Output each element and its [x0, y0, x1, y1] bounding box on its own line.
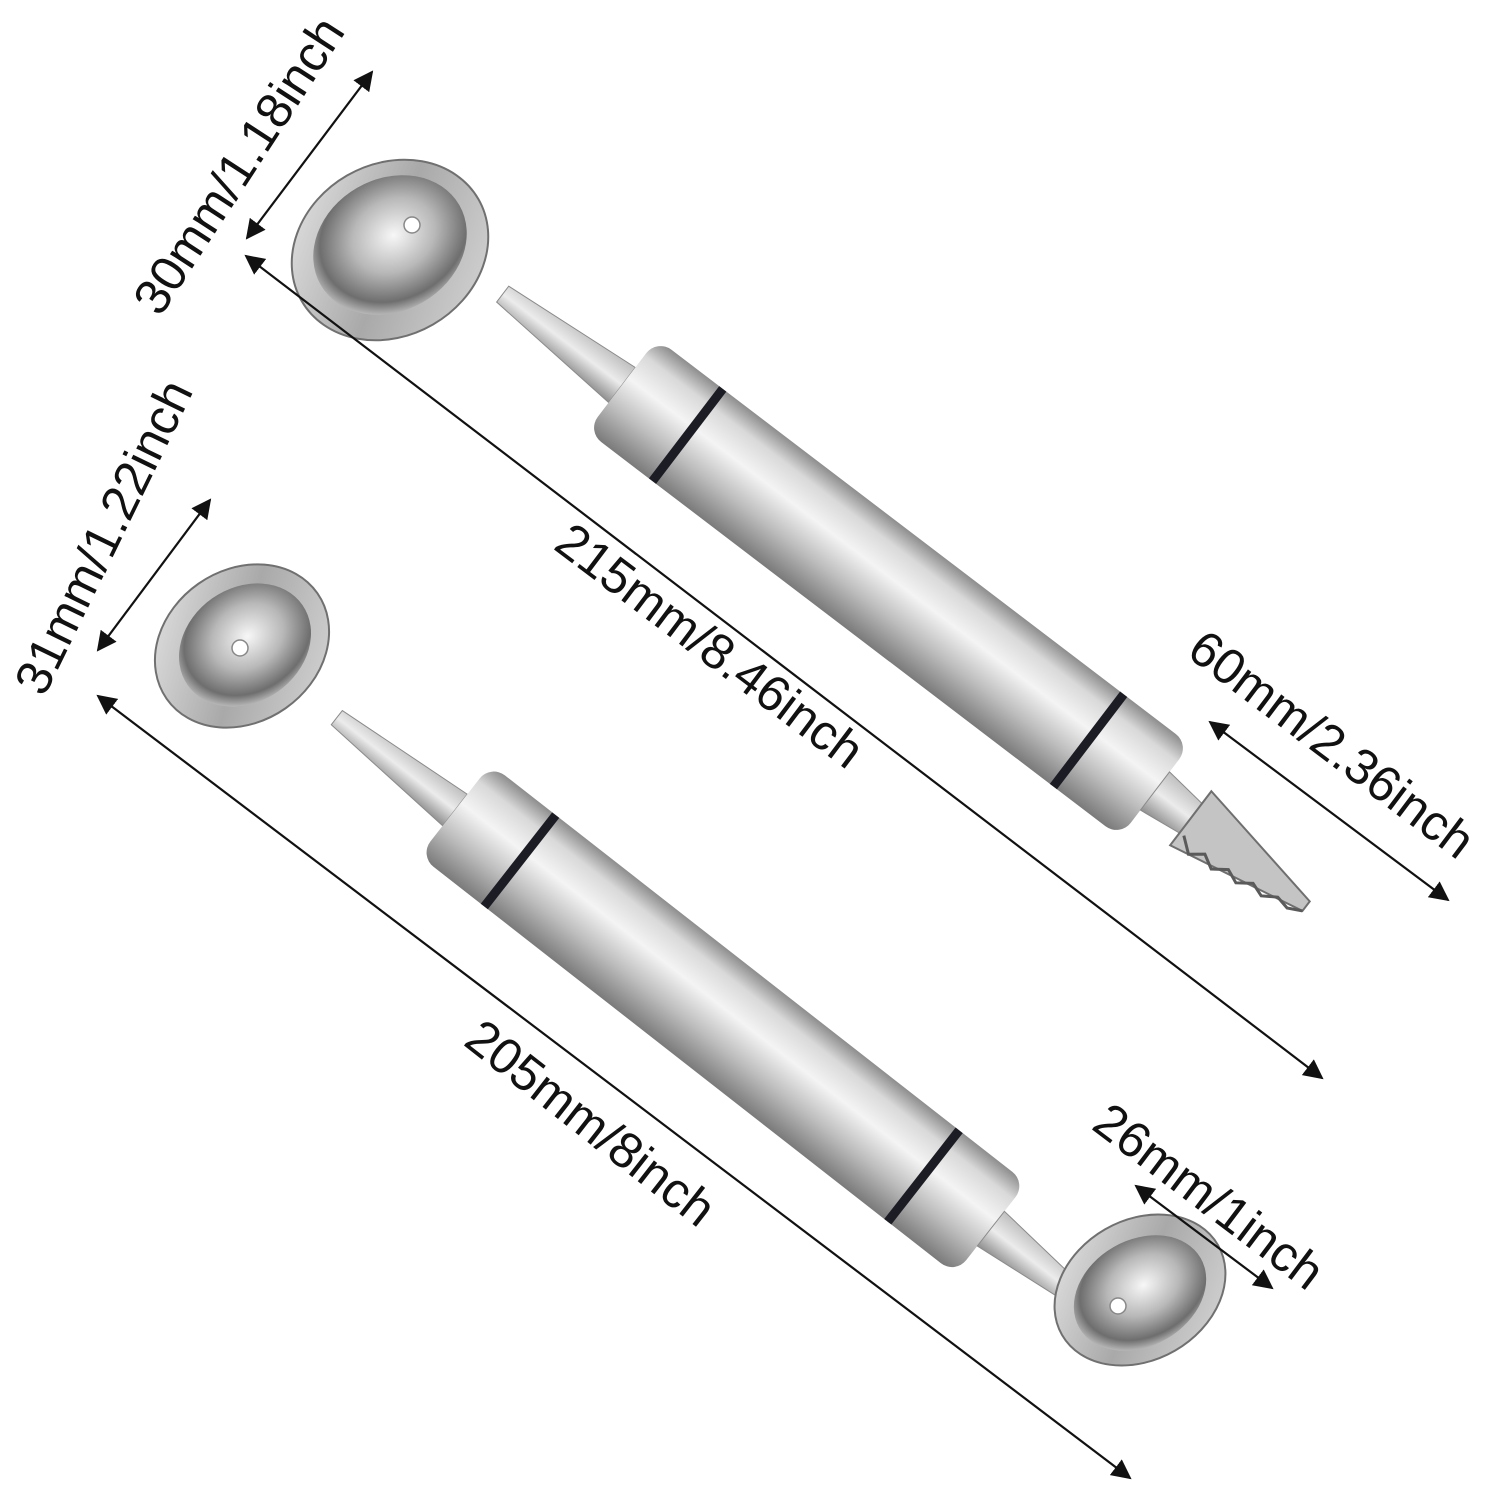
tool-1-neck [495, 285, 637, 404]
tool-1-scoop-diameter-line [245, 70, 374, 240]
tool-1-scoop-bowl [290, 158, 490, 342]
tool-2-neck-top [330, 709, 469, 827]
tool-1-melon-baller-with-carving-blade [290, 158, 1312, 913]
tool-2-large-scoop-bowl [153, 563, 331, 729]
tool-1-length-line [244, 254, 1324, 1080]
tool-2-small-scoop-diameter-line [1134, 1184, 1274, 1290]
tool-2-large-scoop-diameter-line [96, 498, 212, 652]
tool-2-length-line [96, 694, 1132, 1480]
tool-1-blade-length-line [1208, 720, 1450, 902]
tool-2-handle [426, 771, 1020, 1268]
dimension-lines [96, 70, 1450, 1480]
